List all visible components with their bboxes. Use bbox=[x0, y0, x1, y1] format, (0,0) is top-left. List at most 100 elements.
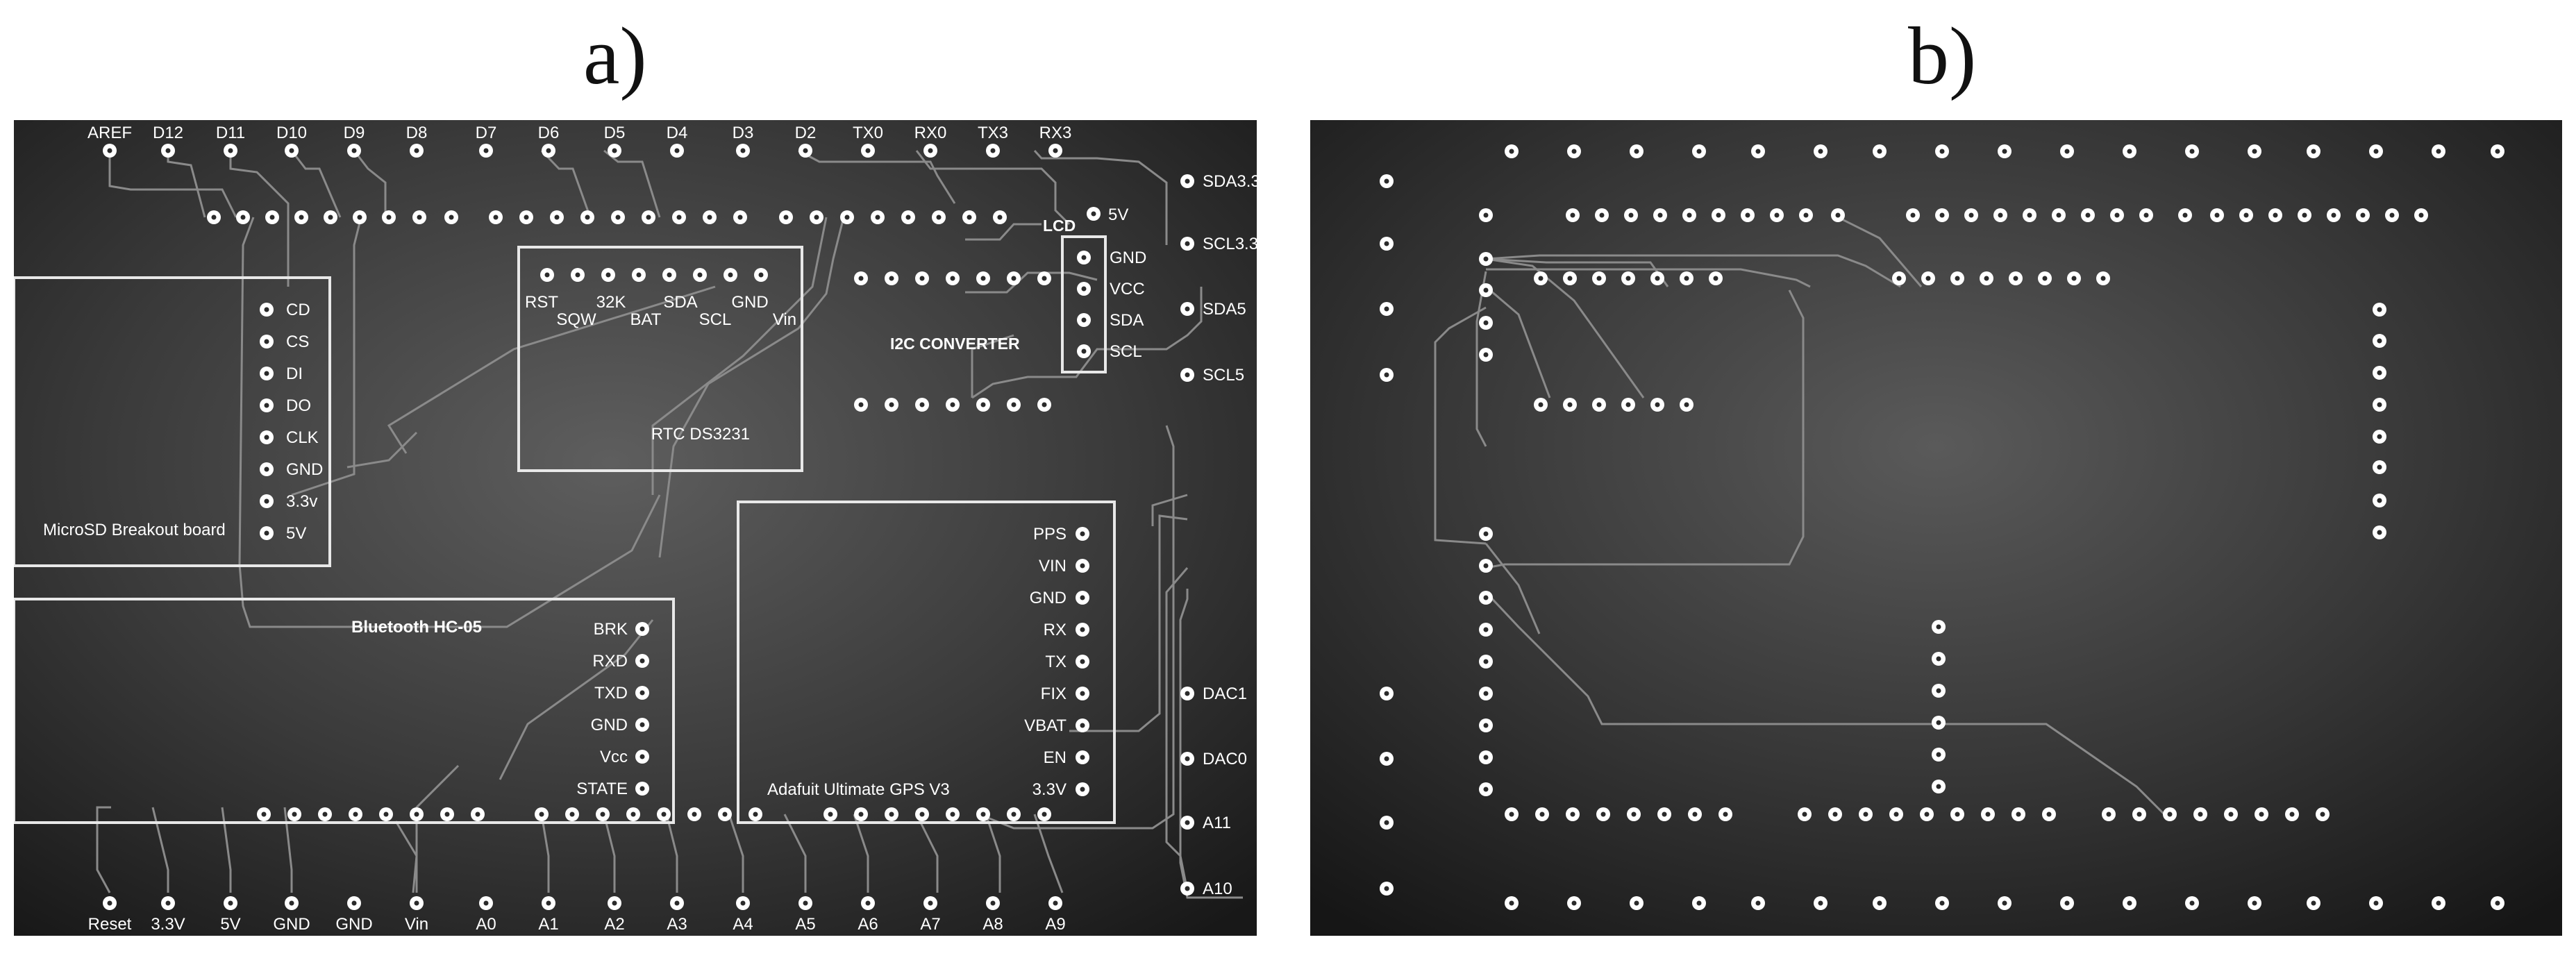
top-header-pad bbox=[608, 144, 621, 158]
pad-hole bbox=[1571, 900, 1577, 906]
module-pad bbox=[1479, 348, 1493, 362]
bottom-header-label: A9 bbox=[1045, 915, 1065, 934]
pad-hole bbox=[261, 812, 267, 817]
pad-hole bbox=[1042, 812, 1047, 817]
pad-hole bbox=[783, 215, 789, 220]
pad-hole bbox=[2046, 812, 2052, 817]
arduino-bottom-header-pad bbox=[823, 807, 837, 821]
microsd-pin-label: 5V bbox=[286, 524, 306, 543]
module-pad bbox=[2373, 525, 2386, 539]
header-pad bbox=[2268, 208, 2282, 222]
trace bbox=[1484, 591, 2166, 816]
pad-hole bbox=[1910, 212, 1916, 218]
trace bbox=[985, 814, 1001, 893]
top-header-pad bbox=[736, 144, 750, 158]
arduino-bottom-header-pad bbox=[885, 807, 898, 821]
trace bbox=[853, 814, 869, 893]
pad-hole bbox=[1570, 812, 1575, 817]
top-header-label: D5 bbox=[604, 124, 626, 142]
pad-hole bbox=[2377, 402, 2382, 407]
pad-hole bbox=[1081, 348, 1087, 354]
pad-hole bbox=[1080, 531, 1085, 537]
pad-hole bbox=[1802, 812, 1807, 817]
arduino-header-pad bbox=[519, 210, 533, 224]
top-header-label: D7 bbox=[476, 124, 497, 142]
pad-hole bbox=[569, 812, 575, 817]
top-header-label: TX3 bbox=[978, 124, 1008, 142]
pad-hole bbox=[1713, 276, 1718, 281]
header-pad bbox=[1680, 398, 1693, 412]
pad-hole bbox=[1011, 402, 1017, 407]
pad-hole bbox=[858, 276, 864, 281]
edge-pad bbox=[2185, 144, 2199, 158]
pad-hole bbox=[2377, 338, 2382, 344]
top-header-pad bbox=[285, 144, 299, 158]
bluetooth-pad bbox=[635, 782, 649, 796]
pad-hole bbox=[1538, 276, 1544, 281]
header-pad bbox=[1798, 807, 1812, 821]
arduino-bottom-header-pad bbox=[379, 807, 393, 821]
bluetooth-pin-label: Vcc bbox=[600, 748, 628, 766]
top-header-pad bbox=[410, 144, 424, 158]
header-pad bbox=[2009, 271, 2023, 285]
pad-hole bbox=[1596, 276, 1602, 281]
bottom-header-pad bbox=[347, 896, 361, 910]
gps-pin-label: 3.3V bbox=[1032, 780, 1067, 799]
trace bbox=[915, 150, 1071, 226]
header-pad bbox=[1718, 807, 1732, 821]
trace bbox=[965, 223, 1042, 241]
microsd-pin-label: DI bbox=[286, 364, 303, 383]
right-edge-pad bbox=[1180, 687, 1194, 700]
pad-hole bbox=[928, 148, 933, 153]
header-pad bbox=[1566, 208, 1580, 222]
pad-hole bbox=[1774, 212, 1780, 218]
edge-pad bbox=[2307, 144, 2320, 158]
pad-hole bbox=[449, 215, 454, 220]
pad-hole bbox=[803, 900, 808, 906]
header-pad bbox=[2210, 208, 2224, 222]
pad-hole bbox=[1662, 812, 1667, 817]
arduino-header-pad bbox=[580, 210, 594, 224]
pad-hole bbox=[865, 148, 871, 153]
arduino-header-pad bbox=[412, 210, 426, 224]
pad-hole bbox=[351, 900, 357, 906]
right-edge-label: SCL3.3 bbox=[1203, 235, 1257, 253]
bluetooth-pin-label: GND bbox=[591, 716, 628, 734]
rtc-pin-label: RST bbox=[525, 293, 558, 312]
pad-hole bbox=[1571, 149, 1577, 154]
arduino-bottom-header-pad bbox=[565, 807, 579, 821]
trace bbox=[238, 217, 661, 628]
top-header-pad bbox=[542, 144, 555, 158]
header-pad bbox=[1650, 398, 1664, 412]
pad-hole bbox=[889, 402, 894, 407]
gps-pin-label: RX bbox=[1044, 621, 1067, 639]
trace bbox=[1475, 271, 1487, 447]
pad-hole bbox=[990, 900, 996, 906]
edge-pad bbox=[2248, 896, 2261, 910]
edge-pad bbox=[1935, 144, 1949, 158]
pad-hole bbox=[919, 402, 925, 407]
arduino-header-pad bbox=[265, 210, 279, 224]
pad-hole bbox=[814, 215, 819, 220]
pad-hole bbox=[1684, 276, 1689, 281]
header-pad bbox=[1892, 271, 1906, 285]
pad-hole bbox=[740, 148, 746, 153]
pad-hole bbox=[1185, 756, 1190, 762]
gps-pad bbox=[1076, 559, 1089, 573]
right-edge-label: SDA5 bbox=[1203, 300, 1246, 319]
pad-hole bbox=[1567, 402, 1573, 407]
trace bbox=[1485, 285, 1551, 398]
pad-hole bbox=[2214, 212, 2220, 218]
arduino-header-pad bbox=[733, 210, 747, 224]
pad-hole bbox=[2189, 900, 2195, 906]
bluetooth-pin-label: STATE bbox=[576, 780, 628, 798]
module-pad bbox=[1479, 591, 1493, 605]
header-pad bbox=[1535, 807, 1549, 821]
i2c-top-pad bbox=[976, 271, 990, 285]
i2c-bottom-pad bbox=[885, 398, 898, 412]
caption-a: a) bbox=[583, 10, 647, 101]
header-pad bbox=[1505, 807, 1519, 821]
top-header-pad bbox=[224, 144, 237, 158]
trace bbox=[658, 217, 845, 558]
pad-hole bbox=[1483, 531, 1489, 537]
